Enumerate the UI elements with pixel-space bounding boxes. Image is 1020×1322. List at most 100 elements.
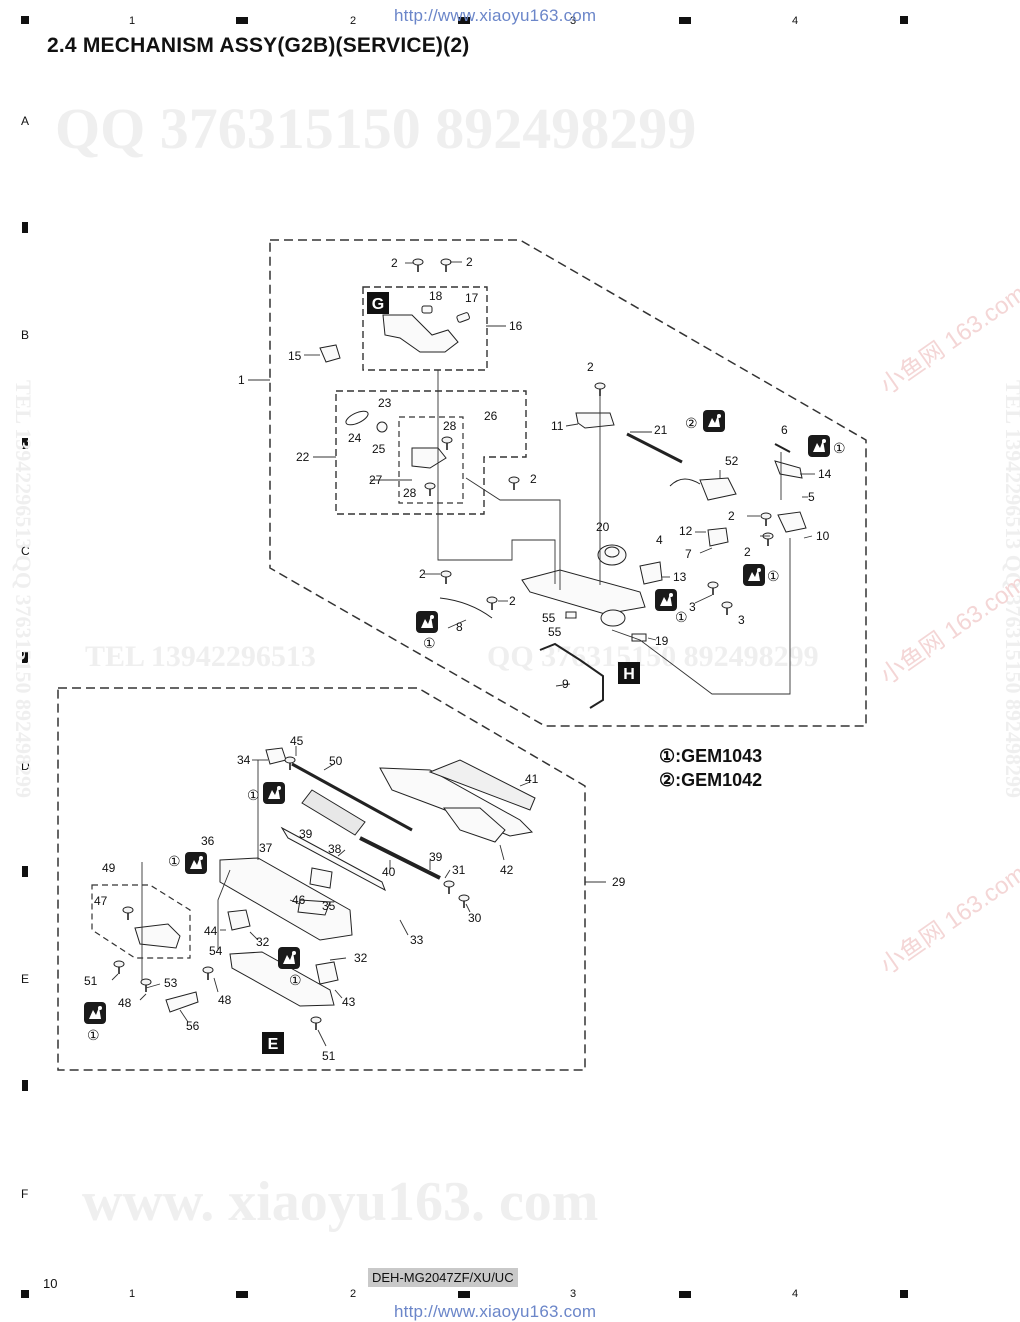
svg-text:37: 37	[259, 841, 273, 855]
svg-text:47: 47	[94, 894, 108, 908]
upper-assembly-boundary	[269, 239, 867, 727]
header-url[interactable]: http://www.xiaoyu163.com	[394, 6, 597, 25]
page-title: 2.4 MECHANISM ASSY(G2B)(SERVICE)(2)	[47, 34, 470, 57]
column-number-2: 2	[350, 15, 357, 27]
svg-text:48: 48	[118, 996, 132, 1010]
grease-icon	[84, 1002, 106, 1024]
frame-mark	[679, 17, 691, 24]
svg-text:54: 54	[209, 944, 223, 958]
svg-text:G: G	[372, 296, 384, 313]
column-number-3: 3	[570, 1288, 577, 1300]
page-number: 10	[43, 1276, 58, 1291]
frame-mark	[22, 222, 28, 233]
watermark-qq: QQ 376315150 892498299	[55, 96, 697, 161]
row-letter-c: C	[21, 544, 30, 558]
frame-mark	[236, 17, 248, 24]
svg-text:9: 9	[562, 677, 569, 691]
svg-text:40: 40	[382, 865, 396, 879]
svg-text:52: 52	[725, 454, 739, 468]
svg-text:6: 6	[781, 423, 788, 437]
section-mark-h: H	[618, 662, 640, 684]
footer-url[interactable]: http://www.xiaoyu163.com	[394, 1302, 597, 1321]
frame-mark	[458, 17, 470, 24]
column-number-1: 1	[129, 15, 136, 27]
svg-text:32: 32	[354, 951, 368, 965]
column-number-3: 3	[570, 15, 577, 27]
row-letter-b: B	[21, 328, 30, 342]
grease-icon	[808, 435, 830, 457]
subassembly-27-box	[398, 416, 464, 504]
svg-text:2: 2	[391, 256, 398, 270]
watermark-vertical-right: TEL 13942296513 QQ 376315150 892498299	[1001, 380, 1020, 799]
svg-text:12: 12	[679, 524, 693, 538]
svg-text:4: 4	[656, 533, 663, 547]
marker-1: ①	[247, 787, 260, 803]
svg-text:29: 29	[612, 875, 626, 889]
section-mark-e: E	[262, 1032, 284, 1054]
svg-text:22: 22	[296, 450, 310, 464]
grease-icon	[416, 611, 438, 633]
svg-text:1: 1	[238, 373, 245, 387]
svg-text:32: 32	[256, 935, 270, 949]
row-letter-e: E	[21, 972, 30, 986]
legend-item-2: ②:GEM1042	[659, 770, 763, 790]
grease-icon	[278, 947, 300, 969]
marker-1: ①	[767, 568, 780, 584]
svg-text:2: 2	[728, 509, 735, 523]
lower-assembly-boundary	[57, 687, 586, 1071]
frame-mark	[900, 1290, 908, 1298]
svg-text:2: 2	[419, 567, 426, 581]
marker-2: ②	[685, 415, 698, 431]
svg-text:51: 51	[322, 1049, 336, 1063]
svg-text:39: 39	[429, 850, 443, 864]
svg-text:33: 33	[410, 933, 424, 947]
svg-text:49: 49	[102, 861, 116, 875]
marker-1: ①	[168, 853, 181, 869]
column-number-4: 4	[792, 1288, 799, 1300]
subassembly-16-box	[362, 286, 488, 371]
frame-mark	[679, 1291, 691, 1298]
watermark-bottom: www. xiaoyu163. com	[82, 1171, 599, 1233]
row-letter-a: A	[21, 114, 30, 128]
marker-1: ①	[675, 609, 688, 625]
svg-text:53: 53	[164, 976, 178, 990]
svg-text:34: 34	[237, 753, 251, 767]
svg-text:28: 28	[443, 419, 457, 433]
svg-text:26: 26	[484, 409, 498, 423]
svg-text:20: 20	[596, 520, 610, 534]
svg-text:28: 28	[403, 486, 417, 500]
svg-text:48: 48	[218, 993, 232, 1007]
frame-mark	[22, 438, 28, 449]
legend-item-1: ①:GEM1043	[659, 746, 763, 766]
svg-text:19: 19	[655, 634, 669, 648]
frame-mark	[22, 652, 28, 663]
svg-text:23: 23	[378, 396, 392, 410]
svg-text:45: 45	[290, 734, 304, 748]
svg-text:27: 27	[369, 473, 383, 487]
column-number-4: 4	[792, 15, 799, 27]
svg-text:10: 10	[816, 529, 830, 543]
watermark-qq-mid: QQ 376315150 892498299	[487, 640, 819, 673]
frame-mark	[458, 1291, 470, 1298]
grease-icon	[185, 852, 207, 874]
svg-text:36: 36	[201, 834, 215, 848]
svg-text:2: 2	[587, 360, 594, 374]
model-number: DEH-MG2047ZF/XU/UC	[368, 1268, 518, 1287]
svg-text:H: H	[623, 666, 635, 683]
svg-text:55: 55	[542, 611, 556, 625]
grease-icon	[743, 564, 765, 586]
svg-text:3: 3	[689, 600, 696, 614]
grease-icon	[263, 782, 285, 804]
watermark-vertical-left: TEL 13942296513 QQ 376315150 892498299	[11, 380, 36, 799]
frame-mark	[21, 16, 29, 24]
svg-text:41: 41	[525, 772, 539, 786]
svg-text:46: 46	[292, 893, 306, 907]
marker-1: ①	[833, 440, 846, 456]
svg-text:30: 30	[468, 911, 482, 925]
svg-text:21: 21	[654, 423, 668, 437]
row-letter-f: F	[21, 1187, 29, 1201]
svg-text:14: 14	[818, 467, 832, 481]
svg-text:E: E	[268, 1036, 279, 1053]
svg-text:8: 8	[456, 620, 463, 634]
